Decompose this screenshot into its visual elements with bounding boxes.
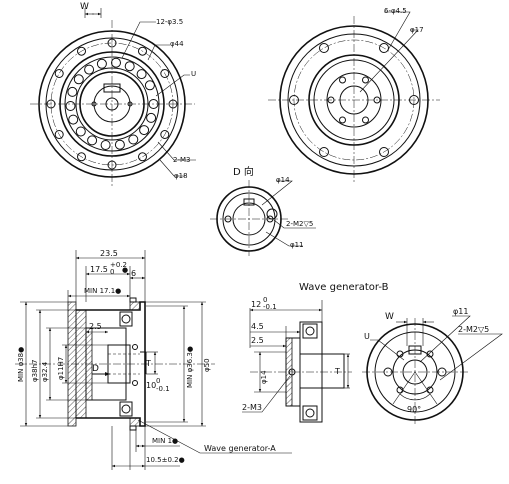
wgb-thread-m2: 2-M2▽5 — [458, 325, 489, 334]
wgb-dim-12: 12 — [251, 300, 261, 309]
wave-generator-b: Wave generator-B 12 0 -0.1 4.5 2.5 φ14 — [242, 282, 503, 426]
dim-10-tol2: -0.1 — [156, 385, 170, 393]
wgb-label-t: T — [334, 367, 340, 376]
min-17-1: MIN 17.1● — [84, 287, 121, 295]
dim-17-5-tol-lower: 0 — [110, 268, 114, 276]
wave-gen-a-label: Wave generator-A — [204, 444, 276, 453]
label-d: D — [92, 364, 99, 374]
dim-17-5-mark: ● — [122, 266, 128, 274]
dia-38h7: φ38h7 — [31, 360, 39, 382]
top-right-view: 6-φ4.5 φ17 — [268, 7, 440, 184]
label-thread: 2-M3 — [173, 156, 190, 164]
wgb-dia-11: φ11 — [453, 307, 468, 316]
view-d-dia-11: φ11 — [290, 241, 304, 249]
label-u: U — [191, 70, 196, 78]
dim-10-5: 10.5±0.2● — [146, 456, 185, 464]
label-dia-17: φ17 — [410, 26, 424, 34]
wgb-dim-12-tol-upper: 0 — [263, 296, 267, 304]
wave-gen-b-title: Wave generator-B — [299, 282, 389, 293]
wgb-thread: 2-M3 — [242, 403, 262, 412]
wgb-label-u: U — [364, 332, 370, 341]
dia-11h7: φ11H7 — [57, 357, 65, 380]
view-d: D 向 φ14 2-M2▽5 φ11 — [210, 165, 316, 256]
dim-17-5: 17.5 — [90, 265, 108, 274]
dim-10: 10 — [146, 381, 156, 390]
inner-holes — [327, 76, 381, 124]
label-w: W — [80, 2, 89, 12]
bearing-balls — [65, 57, 159, 150]
wgb-dim-12-tol-lower: -0.1 — [263, 303, 277, 311]
top-left-view: W 12-φ3.5 φ44 U 2-M3 φ18 — [30, 2, 196, 188]
wgb-dim-4-5: 4.5 — [251, 322, 264, 331]
label-holes: 12-φ3.5 — [156, 18, 183, 26]
dim-6: 6 — [131, 269, 136, 278]
dim-10-tol: 0 — [156, 377, 160, 385]
label-holes-6: 6-φ4.5 — [384, 7, 407, 15]
wgb-dia-14: φ14 — [260, 370, 268, 384]
view-d-dia-14: φ14 — [276, 176, 290, 184]
min-38: MIN φ38● — [17, 347, 25, 382]
dia-32-4: φ32.4 — [41, 361, 49, 382]
wgb-label-w: W — [385, 312, 394, 322]
min-36-3: MIN φ36.3● — [186, 346, 194, 388]
label-t: T — [145, 359, 151, 368]
wgb-angle: 90° — [407, 405, 421, 414]
dim-17-5-tol-upper: +0.2 — [110, 261, 127, 269]
view-d-title: D 向 — [233, 165, 254, 178]
dim-23-5: 23.5 — [100, 249, 118, 258]
bolt-holes-6 — [289, 43, 419, 157]
label-dia-18: φ18 — [174, 172, 188, 180]
label-dia-44: φ44 — [170, 40, 184, 48]
wgb-dim-2-5: 2.5 — [251, 336, 264, 345]
view-d-thread: 2-M2▽5 — [286, 220, 313, 228]
section-view-a: 23.5 17.5 +0.2 0 ● 6 MIN 17.1● 2.5 D T 1… — [15, 249, 292, 470]
bolt-holes-12 — [46, 38, 178, 170]
dim-2-5: 2.5 — [89, 322, 102, 331]
dia-50: φ50 — [203, 358, 211, 372]
min-1: MIN 1● — [152, 437, 178, 445]
